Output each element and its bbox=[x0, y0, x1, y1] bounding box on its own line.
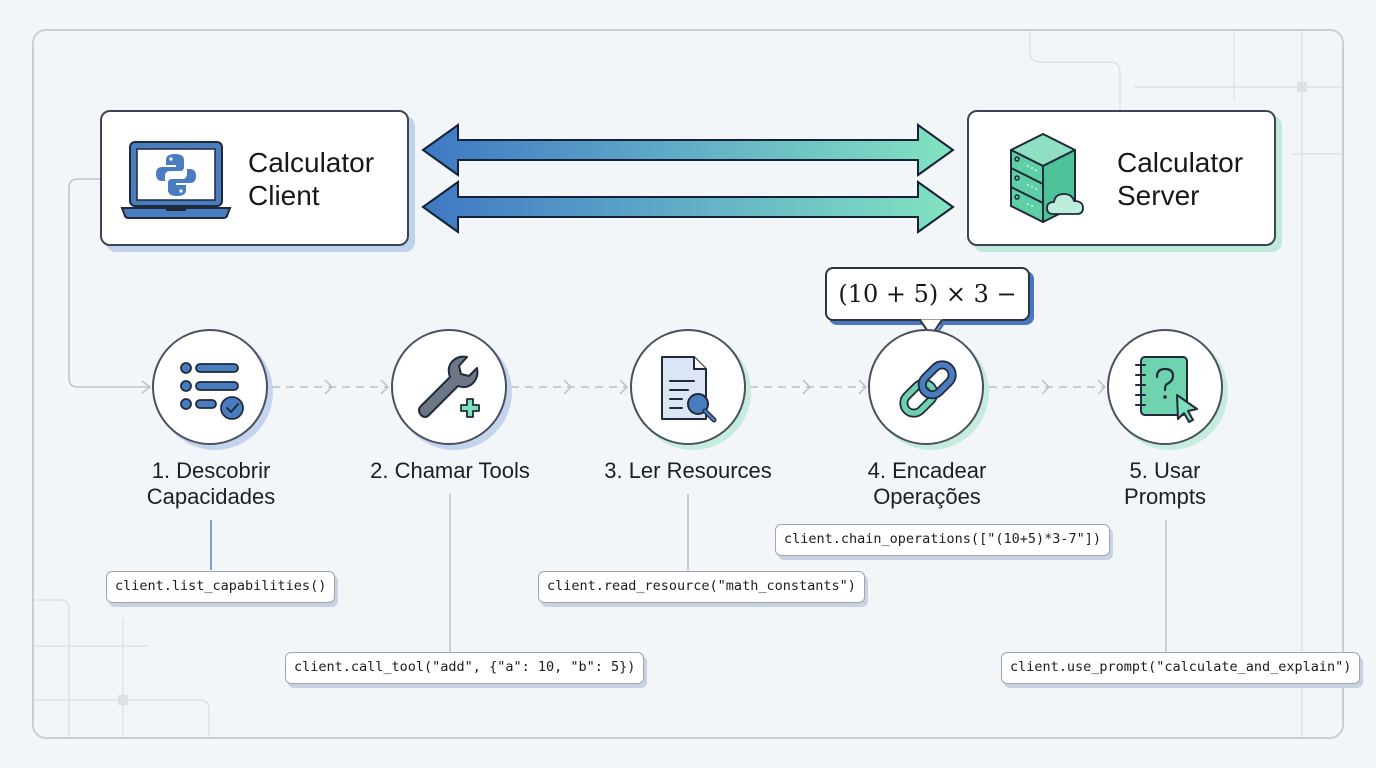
calculator-server-box: Calculator Server bbox=[967, 110, 1276, 246]
chevron-right-icon bbox=[324, 379, 333, 395]
step-2-code: client.call_tool("add", {"a": 10, "b": 5… bbox=[285, 652, 645, 684]
bidirectional-arrow-bottom bbox=[421, 180, 955, 234]
chevron-right-icon bbox=[619, 379, 628, 395]
client-to-step1-connector bbox=[68, 178, 150, 388]
step-2-label: 2. Chamar Tools bbox=[340, 458, 560, 484]
server-title-line2: Server bbox=[1117, 180, 1200, 211]
client-title-line1: Calculator bbox=[248, 147, 375, 178]
chevron-right-icon bbox=[1041, 379, 1050, 395]
checklist-icon bbox=[180, 362, 244, 420]
laptop-python-icon bbox=[120, 141, 232, 219]
chevron-right-icon bbox=[1097, 379, 1106, 395]
client-title-line2: Client bbox=[248, 180, 320, 211]
server-title: Calculator Server bbox=[1117, 146, 1243, 212]
step-1-label-line2: Capacidades bbox=[146, 484, 276, 509]
grid-node bbox=[118, 695, 128, 705]
step-1-circle[interactable] bbox=[152, 329, 268, 445]
step-3-label: 3. Ler Resources bbox=[578, 458, 798, 484]
chevron-right-icon bbox=[563, 379, 572, 395]
chevron-right-icon bbox=[802, 379, 811, 395]
step-5-label-line2: Prompts bbox=[1124, 484, 1206, 509]
chain-link-icon bbox=[899, 360, 957, 418]
step-5-code: client.use_prompt("calculate_and_explain… bbox=[1001, 652, 1361, 684]
server-title-line1: Calculator bbox=[1117, 147, 1244, 178]
step-1-label-line1: 1. Descobrir bbox=[151, 458, 271, 483]
step-5-label: 5. Usar Prompts bbox=[1055, 458, 1275, 510]
diagram-frame bbox=[32, 29, 1344, 739]
calculator-client-box: Calculator Client bbox=[100, 110, 409, 246]
client-title: Calculator Client bbox=[248, 146, 374, 212]
wrench-plus-icon bbox=[418, 355, 480, 418]
step-5-circle[interactable] bbox=[1107, 329, 1223, 445]
step-4-code: client.chain_operations(["(10+5)*3-7"]) bbox=[775, 524, 1110, 556]
step-3-label-line1: 3. Ler Resources bbox=[604, 458, 772, 483]
step-2-circle[interactable] bbox=[391, 329, 507, 445]
chevron-right-icon bbox=[858, 379, 867, 395]
step-4-label-line1: 4. Encadear bbox=[867, 458, 987, 483]
chevron-right-icon bbox=[141, 380, 152, 394]
bidirectional-arrow-top bbox=[421, 123, 955, 177]
step-3-circle[interactable] bbox=[630, 329, 746, 445]
expression-bubble: (10 + 5) × 3 − 7 bbox=[825, 267, 1030, 358]
step-4-label: 4. Encadear Operações bbox=[817, 458, 1037, 510]
step-3-code: client.read_resource("math_constants") bbox=[538, 571, 865, 603]
document-search-icon bbox=[661, 356, 717, 423]
notebook-question-cursor-icon bbox=[1135, 356, 1198, 423]
step-2-label-line1: 2. Chamar Tools bbox=[370, 458, 530, 483]
step-5-label-line1: 5. Usar bbox=[1129, 458, 1201, 483]
step-1-code: client.list_capabilities() bbox=[106, 571, 336, 603]
step-1-label: 1. Descobrir Capacidades bbox=[101, 458, 321, 510]
chevron-right-icon bbox=[380, 379, 389, 395]
step-4-circle[interactable] bbox=[868, 329, 984, 445]
grid-node bbox=[1297, 82, 1307, 92]
step-4-label-line2: Operações bbox=[873, 484, 981, 509]
server-cloud-icon bbox=[1010, 133, 1084, 223]
